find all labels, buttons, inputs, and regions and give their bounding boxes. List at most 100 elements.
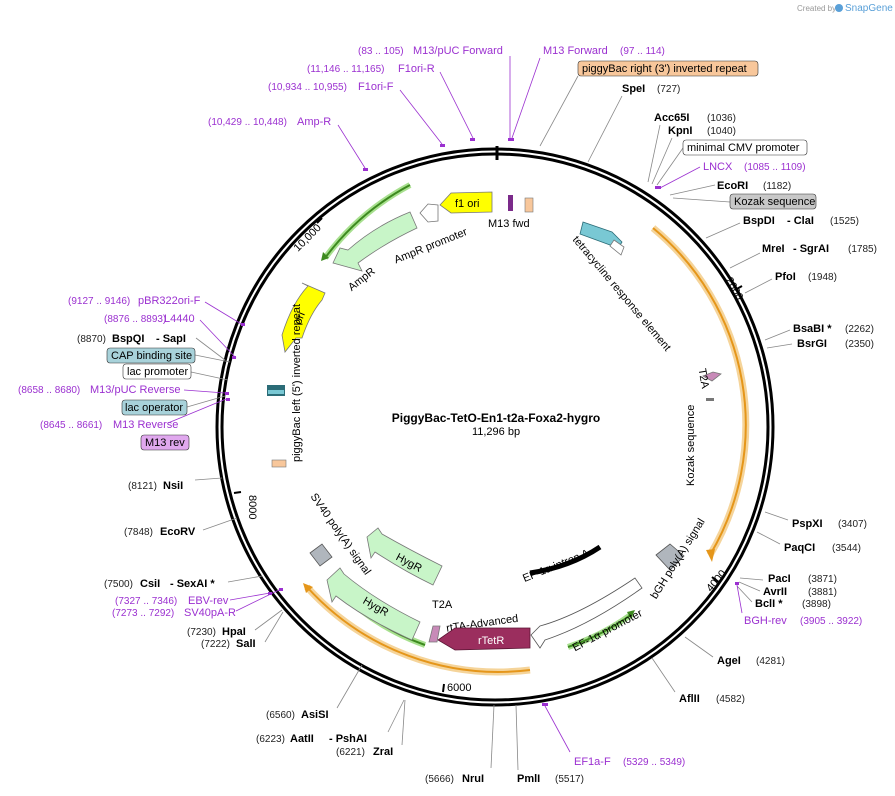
feature-ef1a-promoter[interactable]: EF-1α promoter [530,577,645,654]
feature-tre[interactable]: tetracycline response element [570,221,673,354]
svg-text:(3881): (3881) [808,587,837,598]
site-agei[interactable]: AgeI (4281) [684,636,785,667]
feature-piggybac-left[interactable]: piggyBac left (5') inverted repeat [267,304,303,468]
svg-text:(8876 .. 8893): (8876 .. 8893) [104,314,166,325]
svg-text:(7273 .. 7292): (7273 .. 7292) [112,608,174,619]
site-ecori[interactable]: EcoRI (1182) [669,180,791,196]
svg-text:CsiI: CsiI [140,578,160,590]
site-avrii[interactable]: AvrII (3881) [738,581,837,598]
label-m13-rev[interactable]: M13 rev [140,434,190,451]
primer-m13-puc-forward[interactable]: (83 .. 105) M13/pUC Forward [358,45,511,138]
site-nsii[interactable]: (8121) NsiI [128,477,223,492]
svg-text:lac operator: lac operator [125,402,183,414]
svg-text:AmpR: AmpR [346,265,378,293]
svg-text:- ClaI: - ClaI [787,215,814,227]
feature-kozak-right[interactable] [706,398,714,401]
primer-lncx[interactable]: LNCX (1085 .. 1109) [659,161,806,189]
site-paci[interactable]: PacI (3871) [739,573,837,585]
feature-t2a-bottom[interactable]: T2A [428,599,453,643]
site-bcli[interactable]: BclI * (3898) [736,585,831,610]
feature-ampr-promoter[interactable]: AmpR promoter [393,203,470,266]
site-pfoi[interactable]: PfoI (1948) [744,271,837,294]
svg-text:M13 Forward: M13 Forward [543,45,608,57]
label-minimal-cmv[interactable]: minimal CMV promoter [656,139,808,186]
site-asisi[interactable]: (6560) AsiSI [266,664,363,721]
site-pspxi[interactable]: PspXI (3407) [764,511,867,530]
feature-kozak-label: Kozak sequence [685,405,697,486]
svg-text:SV40pA-R: SV40pA-R [184,607,236,619]
feature-ori[interactable]: ori [281,282,326,353]
primer-l4440[interactable]: (8876 .. 8893) L4440 [104,313,237,359]
svg-text:NsiI: NsiI [163,480,183,492]
svg-text:HpaI: HpaI [222,626,246,638]
site-zrai[interactable]: (6221) ZraI [336,699,406,758]
site-bsrgi[interactable]: BsrGI (2350) [766,338,874,350]
primer-sv40pa-r[interactable]: (7273 .. 7292) SV40pA-R [112,588,282,619]
feature-f1-ori[interactable]: f1 ori [439,191,493,214]
primer-bgh-rev[interactable]: BGH-rev (3905 .. 3922) [736,584,862,627]
site-aatii-pshai[interactable]: (6223) AatII - PshAI [256,699,405,745]
orf-band-right-arrow [706,549,715,562]
site-sali[interactable]: (7222) SalI [201,611,284,650]
orf-band-bottom-arrow [303,583,313,593]
svg-text:(7222): (7222) [201,639,230,650]
svg-text:minimal CMV promoter: minimal CMV promoter [687,142,800,154]
site-kpni[interactable]: KpnI (1040) [651,125,736,185]
feature-rtetr[interactable]: rTetR [437,627,531,651]
site-bspqi-sapi[interactable]: (8870) BspQI - SapI [77,333,226,361]
svg-text:SpeI: SpeI [622,83,645,95]
feature-hygr-upper[interactable]: HygR [366,527,443,586]
site-hpai[interactable]: (7230) HpaI [187,609,283,638]
feature-hygr-lower[interactable]: HygR [326,567,421,641]
feature-sv40-polya[interactable]: SV40 poly(A) signal [308,491,373,577]
primer-f1ori-r[interactable]: (11,146 .. 11,165) F1ori-R [307,63,474,139]
site-aflii[interactable]: AflII (4582) [651,657,745,705]
svg-text:LNCX: LNCX [703,161,733,173]
svg-text:(1036): (1036) [707,113,736,124]
svg-text:(1948): (1948) [808,272,837,283]
primer-amp-r[interactable]: (10,429 .. 10,448) Amp-R [208,116,366,169]
feature-cmv-min[interactable] [609,239,625,256]
svg-text:(2350): (2350) [845,339,874,350]
site-srui[interactable]: (5666) NruI [425,704,495,785]
primer-ef1a-f[interactable]: EF1a-F (5329 .. 5349) [544,705,685,768]
feature-bgh-polya[interactable]: bGH poly(A) signal [649,517,708,602]
feature-piggybac-right[interactable] [524,197,534,213]
primer-pbr322ori-f[interactable]: (9127 .. 9146) pBR322ori-F [68,295,244,326]
label-lac-operator[interactable]: lac operator [121,395,226,416]
svg-text:(5329 .. 5349): (5329 .. 5349) [623,757,685,768]
site-paqci[interactable]: PaqCI (3544) [756,531,861,554]
site-spei[interactable]: SpeI (727) [587,83,680,163]
site-bsabi[interactable]: BsaBI * (2262) [764,323,874,341]
feature-ef1a-intron[interactable]: EF-1α intron A [521,544,602,585]
label-lac-promoter[interactable]: lac promoter [122,363,229,381]
primer-m13-reverse[interactable]: (8645 .. 8661) M13 Reverse [40,398,227,431]
svg-text:M13 rev: M13 rev [145,437,185,449]
svg-text:BGH-rev: BGH-rev [744,615,787,627]
svg-text:PspXI: PspXI [792,518,823,530]
primer-m13-forward[interactable]: M13 Forward (97 .. 114) [511,45,665,139]
svg-text:(2262): (2262) [845,324,874,335]
site-mrei-sgrai[interactable]: MreI - SgrAI (1785) [729,243,877,269]
primer-m13-puc-reverse[interactable]: (8658 .. 8680) M13/pUC Reverse [18,384,226,396]
label-kozak-top[interactable]: Kozak sequence [672,193,817,210]
svg-text:F1ori-R: F1ori-R [398,63,435,75]
svg-text:Kozak sequence: Kozak sequence [734,196,815,208]
feature-m13-fwd[interactable]: M13 fwd [488,195,530,230]
site-acc65i[interactable]: Acc65I (1036) [647,112,736,183]
site-ecorv[interactable]: (7848) EcoRV [124,517,238,538]
svg-text:EBV-rev: EBV-rev [188,595,229,607]
svg-text:M13 fwd: M13 fwd [488,218,530,230]
svg-text:AgeI: AgeI [717,655,741,667]
svg-text:(8121): (8121) [128,481,157,492]
feature-t2a-right[interactable]: T2A [696,368,722,391]
svg-text:PfoI: PfoI [775,271,796,283]
site-pmli[interactable]: PmlI (5517) [515,704,584,785]
site-bspdi-clai[interactable]: BspDI - ClaI (1525) [705,215,859,239]
primer-f1ori-f[interactable]: (10,934 .. 10,955) F1ori-F [268,81,443,145]
svg-text:(1785): (1785) [848,244,877,255]
label-piggybac-right[interactable]: piggyBac right (3') inverted repeat [539,60,759,147]
label-cap-binding[interactable]: CAP binding site [106,347,231,364]
primer-ebv-rev[interactable]: (7327 .. 7346) EBV-rev [115,592,271,607]
site-csii-sexai[interactable]: (7500) CsiI - SexAI * [104,575,263,590]
